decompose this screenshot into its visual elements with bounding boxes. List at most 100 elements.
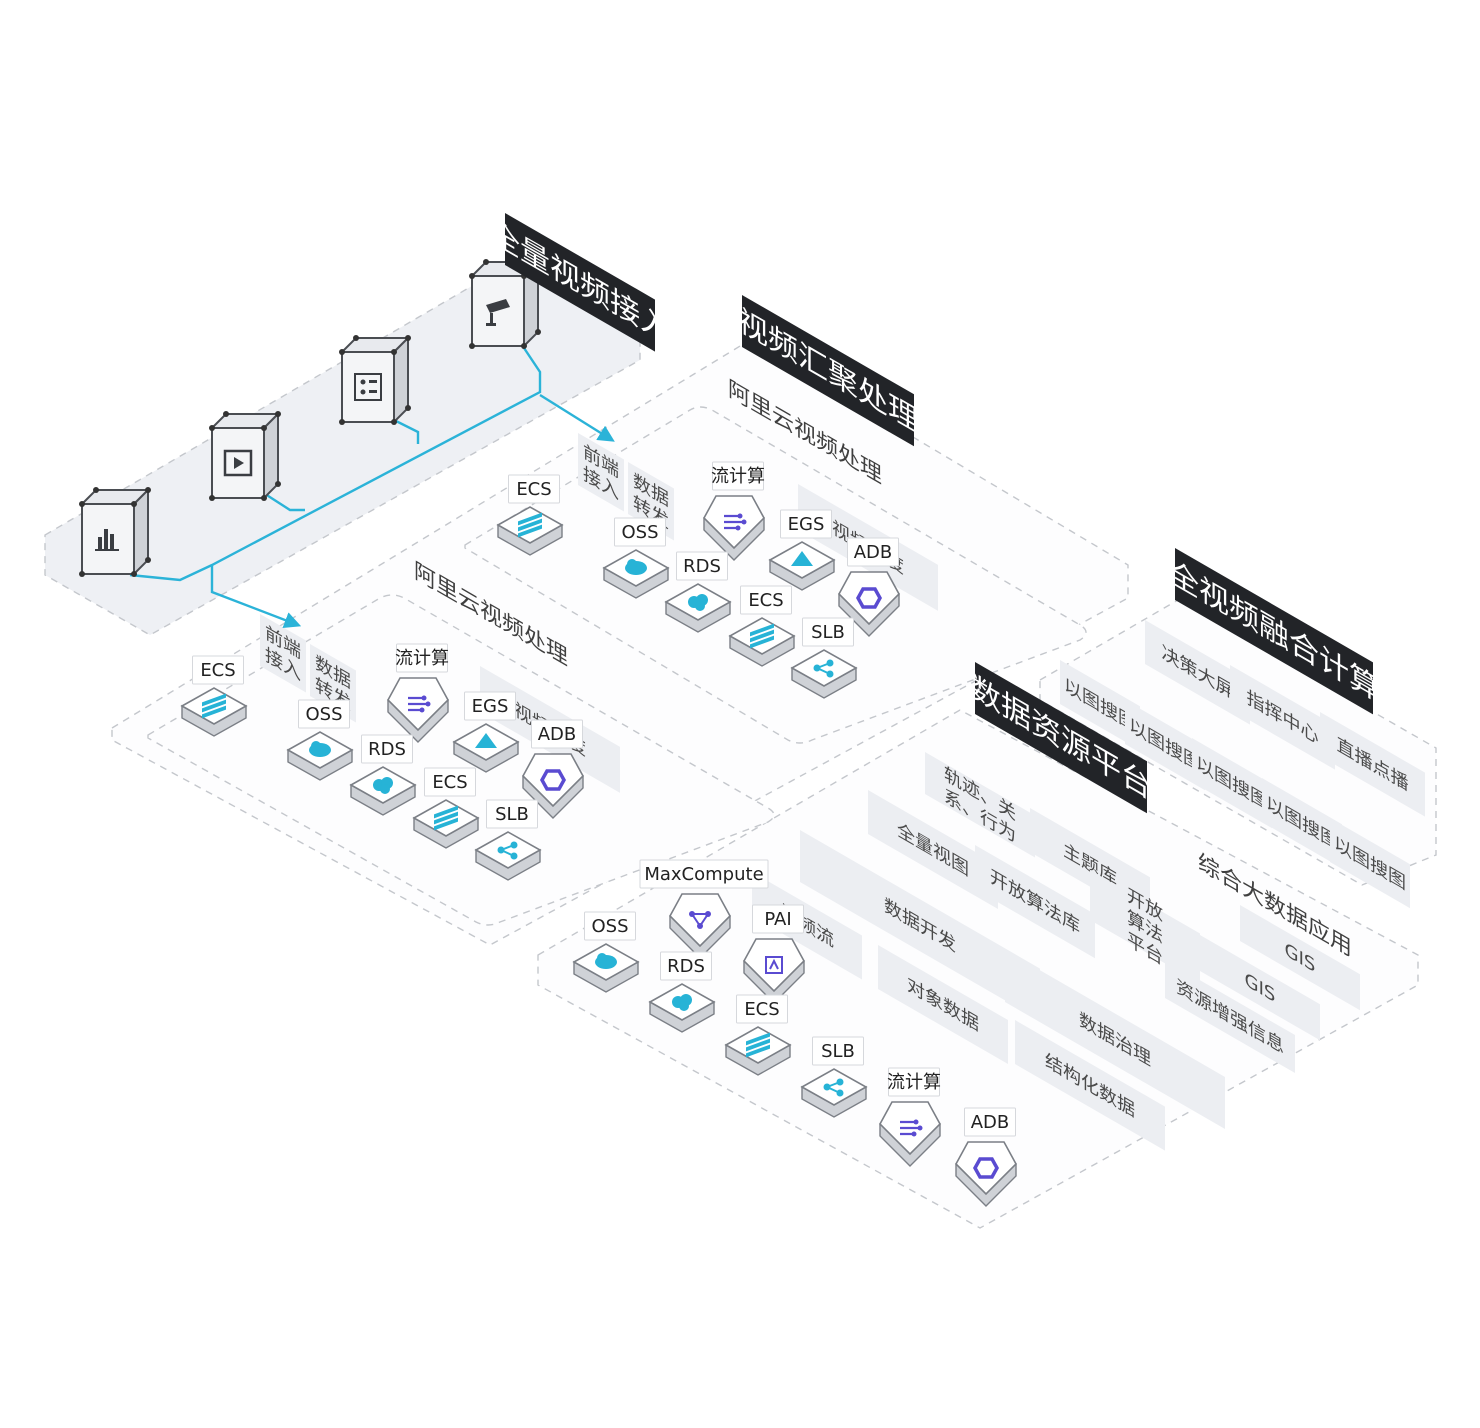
service-ecs-data[interactable]: ECS bbox=[724, 994, 792, 1076]
service-egs-lower-label-text: EGS bbox=[472, 696, 509, 717]
tile-resource-info-bg bbox=[1165, 960, 1295, 1074]
service-stream-compute-lower[interactable]: 流计算 bbox=[387, 643, 449, 743]
service-egs-lower[interactable]: EGS bbox=[452, 691, 520, 773]
service-oss-data-label-text: OSS bbox=[591, 916, 628, 937]
service-slb-lower[interactable]: SLB bbox=[474, 799, 542, 881]
devices-layer bbox=[79, 259, 541, 577]
service-adb-data[interactable]: ADB bbox=[955, 1107, 1017, 1207]
service-slb-upper-label-text: SLB bbox=[811, 622, 845, 643]
service-stream-compute-data-label-text: 流计算 bbox=[887, 1072, 941, 1093]
service-ecs-upper-2-label: ECS bbox=[740, 585, 792, 615]
device-video-recorder bbox=[209, 411, 281, 501]
service-adb-upper-ring-icon bbox=[855, 587, 883, 609]
service-rds-data-db-icon bbox=[672, 994, 692, 1011]
tiles-layer: 前端接入数据转发视频调度前端接入数据转发视频调度轨迹、关系、行为全量视图主题库数… bbox=[260, 433, 1425, 1151]
service-stream-compute-lower-label: 流计算 bbox=[395, 643, 449, 673]
service-adb-lower-label-text: ADB bbox=[538, 724, 577, 745]
service-ecs-upper-1-label: ECS bbox=[508, 474, 560, 504]
service-ecs-lower-2[interactable]: ECS bbox=[412, 767, 480, 849]
tile-image-search-3-bg bbox=[1192, 738, 1272, 829]
service-rds-upper[interactable]: RDS bbox=[664, 551, 732, 633]
service-slb-upper[interactable]: SLB bbox=[790, 617, 858, 699]
tile-data-development-bg bbox=[800, 830, 1040, 1021]
service-ecs-upper-2-server-icon bbox=[750, 623, 774, 649]
service-maxcompute[interactable]: MaxCompute bbox=[639, 859, 769, 959]
service-stream-compute-data[interactable]: 流计算 bbox=[879, 1067, 941, 1167]
link-path-device2 bbox=[261, 490, 305, 512]
tile-open-algorithm-platform-bg bbox=[1090, 870, 1200, 984]
network-icon bbox=[354, 373, 382, 401]
service-egs-upper[interactable]: EGS bbox=[768, 509, 836, 591]
service-rds-upper-label: RDS bbox=[676, 551, 728, 581]
tile-image-search-4-bg bbox=[1262, 778, 1342, 869]
service-pai-label: PAI bbox=[752, 904, 804, 934]
service-ecs-upper-1[interactable]: ECS bbox=[496, 474, 564, 556]
service-oss-upper-label: OSS bbox=[614, 517, 666, 547]
service-slb-lower-label-text: SLB bbox=[495, 804, 529, 825]
service-adb-lower[interactable]: ADB bbox=[522, 719, 584, 819]
link-arrow-upper bbox=[539, 393, 615, 442]
service-oss-data[interactable]: OSS bbox=[572, 911, 640, 993]
tile-gis-1-bg bbox=[1240, 905, 1360, 1011]
service-adb-upper[interactable]: ADB bbox=[838, 537, 900, 637]
tile-image-search-1-bg bbox=[1060, 660, 1140, 751]
service-pai[interactable]: PAI bbox=[743, 904, 805, 1004]
device-analytics bbox=[79, 487, 151, 577]
service-ecs-upper-2[interactable]: ECS bbox=[728, 585, 796, 667]
service-stream-compute-lower-flow-icon bbox=[408, 695, 431, 713]
tile-video-stream-bg bbox=[752, 872, 862, 980]
service-egs-lower-label: EGS bbox=[464, 691, 516, 721]
service-ecs-upper-1-server-icon bbox=[518, 512, 542, 538]
video-icon bbox=[223, 449, 253, 477]
service-ecs-lower-1-label: ECS bbox=[192, 655, 244, 685]
service-rds-data-label: RDS bbox=[660, 951, 712, 981]
tile-command-center-bg bbox=[1230, 665, 1335, 770]
tile-live-vod-bg bbox=[1320, 712, 1425, 817]
service-pai-label-text: PAI bbox=[764, 909, 791, 930]
service-slb-upper-label: SLB bbox=[802, 617, 854, 647]
tile-live-vod: 直播点播 bbox=[1320, 712, 1425, 817]
service-stream-compute-upper[interactable]: 流计算 bbox=[703, 461, 765, 561]
service-stream-compute-upper-label: 流计算 bbox=[711, 461, 765, 491]
service-adb-upper-label: ADB bbox=[847, 537, 899, 567]
service-oss-upper[interactable]: OSS bbox=[602, 517, 670, 599]
service-oss-upper-cloud-icon bbox=[625, 559, 647, 575]
service-oss-upper-label-text: OSS bbox=[621, 522, 658, 543]
tile-full-view-bg bbox=[868, 790, 998, 910]
service-rds-lower-label-text: RDS bbox=[368, 739, 406, 760]
service-maxcompute-label-text: MaxCompute bbox=[644, 864, 763, 885]
service-ecs-data-label: ECS bbox=[736, 994, 788, 1024]
service-rds-lower[interactable]: RDS bbox=[349, 734, 417, 816]
service-adb-upper-label-text: ADB bbox=[854, 542, 893, 563]
service-ecs-lower-1[interactable]: ECS bbox=[180, 655, 248, 737]
service-slb-lower-label: SLB bbox=[486, 799, 538, 829]
tile-frontend-access-upper-bg bbox=[578, 433, 624, 512]
service-oss-lower-label: OSS bbox=[298, 699, 350, 729]
service-rds-upper-db-icon bbox=[688, 594, 708, 611]
service-rds-data-label-text: RDS bbox=[667, 956, 705, 977]
service-oss-data-cloud-icon bbox=[595, 953, 617, 969]
service-oss-lower[interactable]: OSS bbox=[286, 699, 354, 781]
service-stream-compute-data-flow-icon bbox=[900, 1119, 923, 1137]
link-path-main bbox=[129, 341, 542, 582]
service-ecs-data-label-text: ECS bbox=[744, 999, 779, 1020]
service-stream-compute-upper-label-text: 流计算 bbox=[711, 466, 765, 487]
service-egs-upper-label-text: EGS bbox=[788, 514, 825, 535]
connection-lines bbox=[129, 341, 615, 629]
service-rds-data[interactable]: RDS bbox=[648, 951, 716, 1033]
service-slb-data[interactable]: SLB bbox=[800, 1036, 868, 1118]
service-stream-compute-upper-flow-icon bbox=[724, 513, 747, 531]
service-egs-upper-label: EGS bbox=[780, 509, 832, 539]
service-slb-data-label-text: SLB bbox=[821, 1041, 855, 1062]
service-rds-lower-label: RDS bbox=[361, 734, 413, 764]
service-maxcompute-graph-icon bbox=[689, 911, 711, 929]
tile-image-search-2-bg bbox=[1125, 700, 1205, 791]
service-adb-data-label-text: ADB bbox=[971, 1112, 1010, 1133]
tile-structured-data-bg bbox=[1015, 1020, 1165, 1151]
service-maxcompute-label: MaxCompute bbox=[639, 859, 769, 889]
service-stream-compute-data-label: 流计算 bbox=[887, 1067, 941, 1097]
service-stream-compute-lower-label-text: 流计算 bbox=[395, 648, 449, 669]
service-slb-upper-share-icon bbox=[813, 659, 834, 678]
